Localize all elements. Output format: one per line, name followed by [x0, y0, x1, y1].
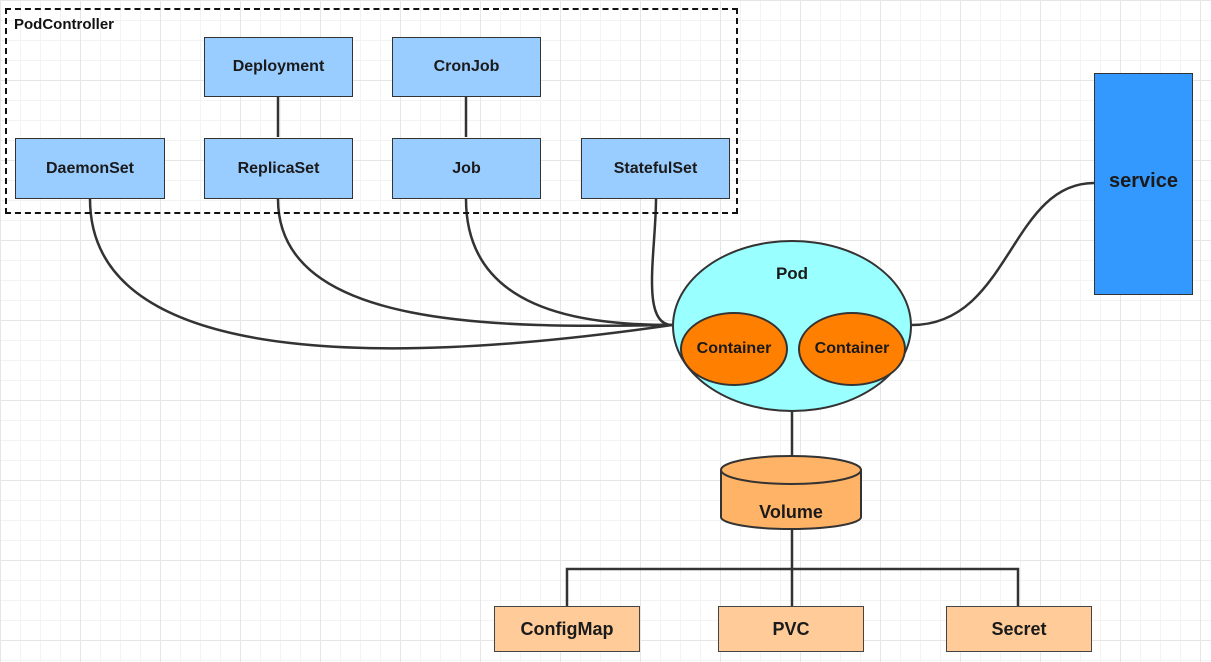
- pod-node[interactable]: Pod Container Container: [672, 240, 912, 412]
- secret-node[interactable]: Secret: [946, 606, 1092, 652]
- edge-job-pod: [464, 198, 673, 327]
- edge-daemonset-pod: [88, 198, 673, 350]
- statefulset-node[interactable]: StatefulSet: [581, 138, 730, 199]
- podcontroller-title: PodController: [14, 16, 114, 33]
- edge-volume-configmap-secret: [565, 567, 1020, 606]
- job-node[interactable]: Job: [392, 138, 541, 199]
- pod-label: Pod: [775, 264, 809, 283]
- edge-pod-service: [911, 181, 1095, 327]
- replicaset-node[interactable]: ReplicaSet: [204, 138, 353, 199]
- container-node-1[interactable]: Container: [680, 312, 788, 386]
- pvc-node[interactable]: PVC: [718, 606, 864, 652]
- service-node[interactable]: service: [1094, 73, 1193, 295]
- daemonset-node[interactable]: DaemonSet: [15, 138, 165, 199]
- edge-replicaset-pod: [276, 198, 673, 328]
- volume-cylinder[interactable]: [720, 455, 862, 530]
- configmap-node[interactable]: ConfigMap: [494, 606, 640, 652]
- cronjob-node[interactable]: CronJob: [392, 37, 541, 97]
- deployment-node[interactable]: Deployment: [204, 37, 353, 97]
- volume-label: Volume: [759, 502, 823, 522]
- edge-statefulset-pod: [650, 198, 673, 327]
- container-node-2[interactable]: Container: [798, 312, 906, 386]
- podcontroller-group: [5, 8, 738, 214]
